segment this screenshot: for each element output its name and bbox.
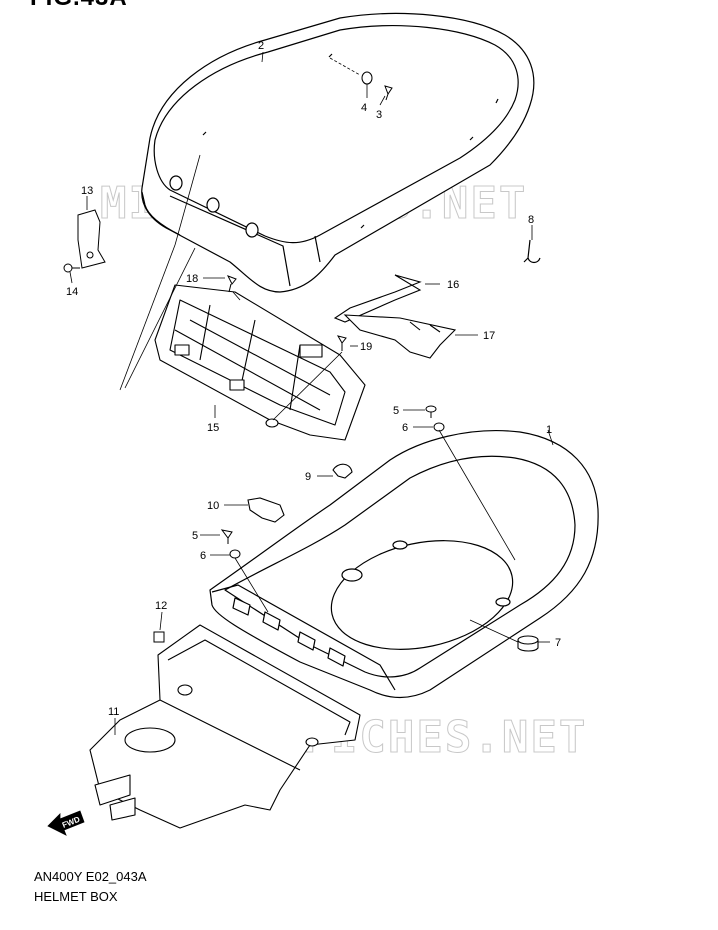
label-part-17: 17 bbox=[483, 330, 495, 342]
label-part-6: 6 bbox=[200, 550, 206, 562]
part-1-box-body bbox=[209, 430, 599, 699]
leader-lines bbox=[69, 51, 554, 735]
part-14-bolt bbox=[63, 263, 80, 273]
part-11-undercover bbox=[89, 624, 361, 829]
label-part-3: 3 bbox=[376, 109, 382, 121]
part-3-screw bbox=[384, 85, 393, 101]
part-9-clamp bbox=[332, 463, 353, 479]
figure-title: FIG.43A bbox=[30, 0, 128, 12]
label-part-1: 1 bbox=[546, 424, 552, 436]
part-15-inner-frame bbox=[154, 284, 366, 441]
part-2-lid bbox=[141, 12, 535, 293]
label-part-10: 10 bbox=[207, 500, 219, 512]
part-6b-grommet bbox=[229, 549, 241, 559]
part-8-clip bbox=[523, 239, 541, 264]
part-5a-screw bbox=[425, 405, 437, 418]
label-part-12: 12 bbox=[155, 600, 167, 612]
fwd-arrow-icon: FWD bbox=[47, 810, 85, 836]
label-part-5: 5 bbox=[192, 530, 198, 542]
part-5b-screw bbox=[220, 529, 233, 544]
label-part-15: 15 bbox=[207, 422, 219, 434]
label-part-14: 14 bbox=[66, 286, 78, 298]
label-part-4: 4 bbox=[361, 102, 367, 114]
part-12-nut bbox=[153, 631, 165, 643]
label-part-11: 11 bbox=[108, 706, 119, 718]
part-4-grommet bbox=[361, 71, 373, 85]
label-part-16: 16 bbox=[447, 279, 459, 291]
label-part-2: 2 bbox=[258, 40, 264, 52]
part-19-screw bbox=[336, 335, 347, 351]
part-6a-grommet bbox=[433, 422, 445, 432]
label-part-6: 6 bbox=[402, 422, 408, 434]
part-10-plate bbox=[247, 497, 285, 523]
part-7-cap bbox=[517, 635, 539, 652]
model-caption: AN400Y E02_043A bbox=[34, 869, 147, 884]
label-part-19: 19 bbox=[360, 341, 372, 353]
part-16-strap bbox=[333, 274, 422, 323]
part-18-screw bbox=[226, 275, 237, 293]
part-17-mat bbox=[343, 314, 457, 359]
figure-name-caption: HELMET BOX bbox=[34, 889, 118, 904]
label-part-18: 18 bbox=[186, 273, 198, 285]
label-part-8: 8 bbox=[528, 214, 534, 226]
label-part-7: 7 bbox=[555, 637, 561, 649]
label-part-9: 9 bbox=[305, 471, 311, 483]
label-part-13: 13 bbox=[81, 185, 93, 197]
part-13-bracket bbox=[77, 209, 106, 269]
fwd-label: FWD bbox=[61, 815, 81, 830]
label-part-5: 5 bbox=[393, 405, 399, 417]
